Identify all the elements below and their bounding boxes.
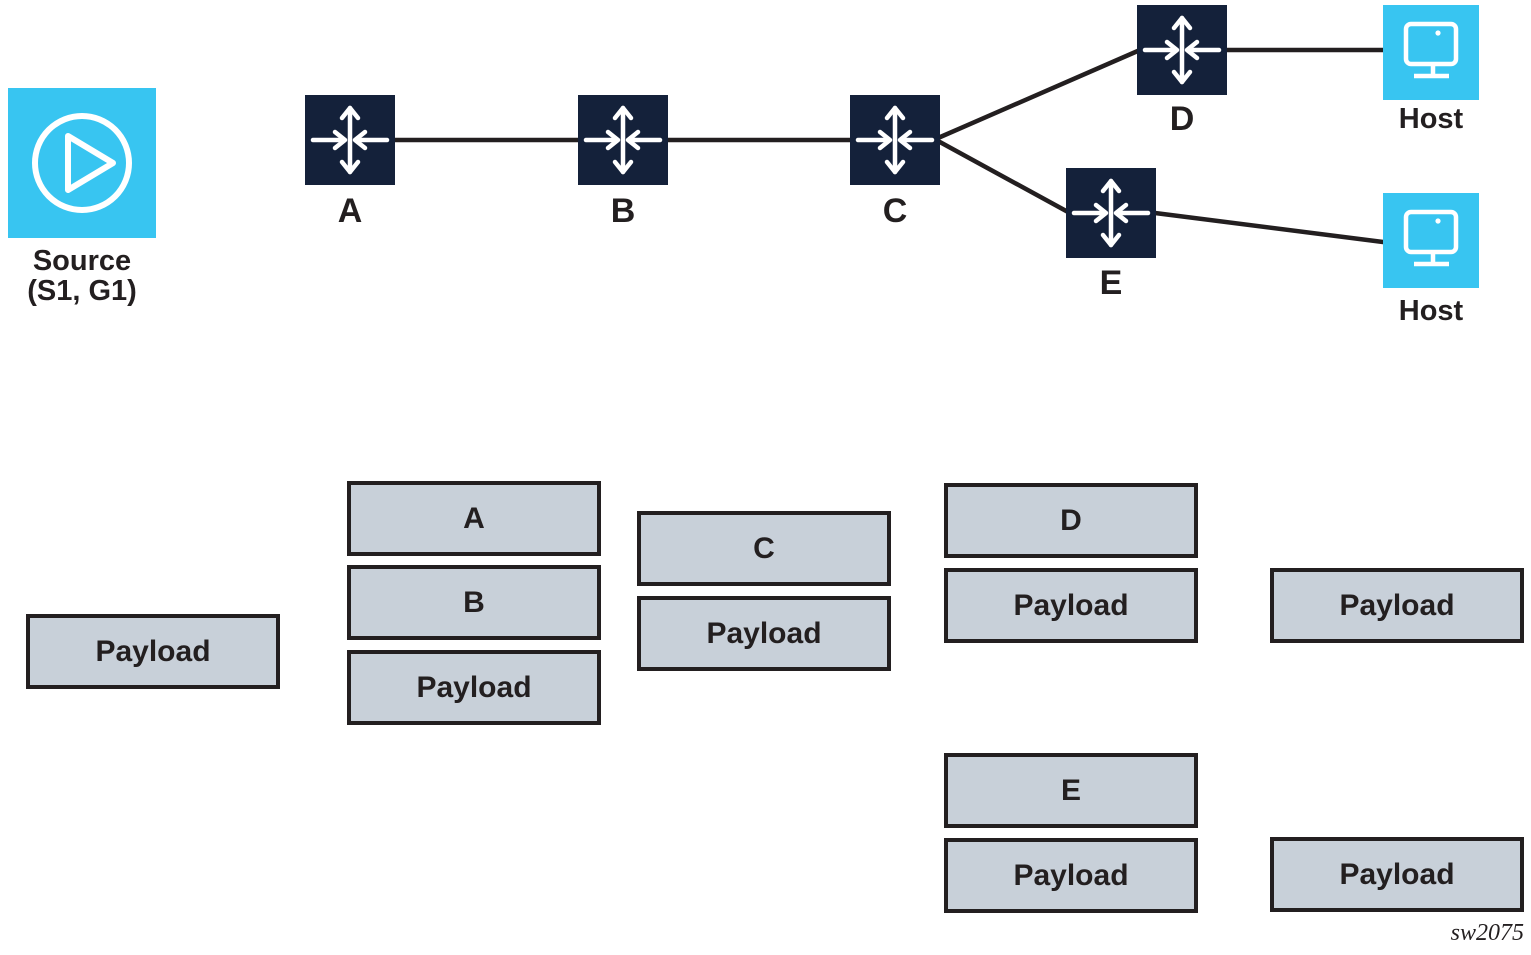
host-node-2 bbox=[1383, 193, 1479, 288]
router-arrows-icon bbox=[310, 105, 390, 175]
host-label-2: Host bbox=[1398, 295, 1464, 327]
source-label-line1: Source bbox=[32, 245, 132, 277]
router-label-c: C bbox=[882, 192, 908, 230]
packet-box-ab-payload: Payload bbox=[347, 650, 601, 725]
router-node-a bbox=[305, 95, 395, 185]
router-label-e: E bbox=[1099, 264, 1123, 302]
router-arrows-icon bbox=[583, 105, 663, 175]
source-node bbox=[8, 88, 156, 238]
host-label-1: Host bbox=[1398, 103, 1464, 135]
source-label-line2: (S1, G1) bbox=[27, 275, 137, 308]
packet-box-e-host-payload: Payload bbox=[1270, 837, 1524, 912]
router-node-d bbox=[1137, 5, 1227, 95]
packet-box-label-c: C bbox=[637, 511, 891, 586]
router-node-e bbox=[1066, 168, 1156, 258]
packet-box-d-payload: Payload bbox=[944, 568, 1198, 643]
source-label: Source (S1, G1) bbox=[0, 246, 164, 307]
link-e-host2 bbox=[1152, 210, 1386, 245]
packet-box-d-host-payload: Payload bbox=[1270, 568, 1524, 643]
router-arrows-icon bbox=[1071, 178, 1151, 248]
packet-box-label-b: B bbox=[347, 565, 601, 640]
monitor-icon bbox=[1403, 21, 1459, 79]
router-label-d: D bbox=[1169, 100, 1195, 138]
host-node-1 bbox=[1383, 5, 1479, 100]
link-c-e bbox=[935, 138, 1071, 215]
router-node-b bbox=[578, 95, 668, 185]
link-c-d bbox=[935, 47, 1143, 141]
router-arrows-icon bbox=[855, 105, 935, 175]
play-circle-icon bbox=[32, 113, 132, 213]
packet-box-label-a: A bbox=[347, 481, 601, 556]
router-arrows-icon bbox=[1142, 15, 1222, 85]
router-label-b: B bbox=[610, 192, 636, 230]
packet-box-label-d: D bbox=[944, 483, 1198, 558]
packet-box-source-payload: Payload bbox=[26, 614, 280, 689]
router-label-a: A bbox=[337, 192, 363, 230]
packet-box-c-payload: Payload bbox=[637, 596, 891, 671]
packet-box-e-payload: Payload bbox=[944, 838, 1198, 913]
packet-box-label-e: E bbox=[944, 753, 1198, 828]
figure-code: sw2075 bbox=[1450, 920, 1524, 946]
monitor-icon bbox=[1403, 209, 1459, 267]
router-node-c bbox=[850, 95, 940, 185]
